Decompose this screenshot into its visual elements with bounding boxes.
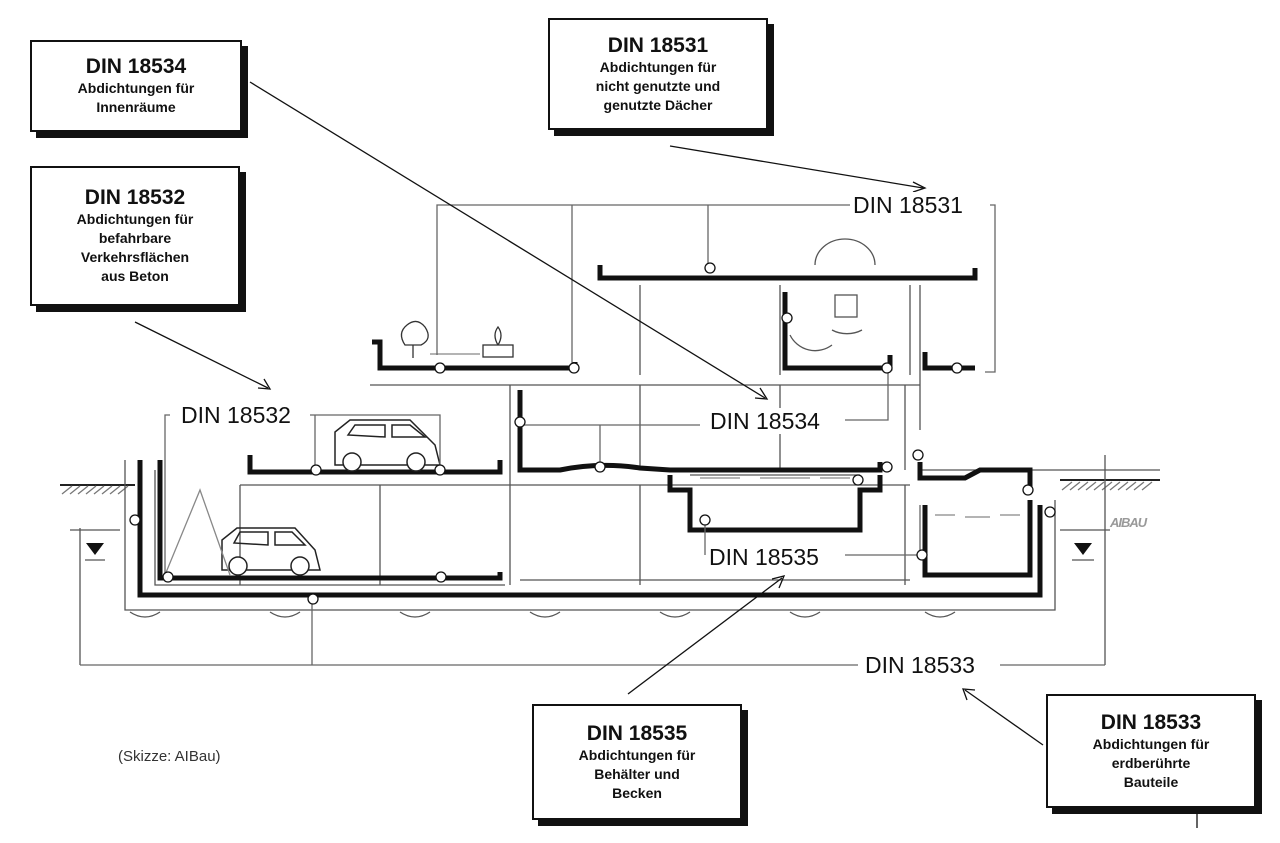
aibau-logo: AIBAU xyxy=(1110,515,1147,530)
callout-arrows xyxy=(134,81,1198,828)
callout-description: Abdichtungen für befahrbare Verkehrsfläc… xyxy=(76,211,194,284)
label-din18531: DIN 18531 xyxy=(850,192,966,218)
pool-basin xyxy=(667,474,883,533)
waterproofing-lines xyxy=(137,265,1043,598)
callout-description: Abdichtungen für erdberührte Bauteile xyxy=(1092,735,1210,790)
ground-hatch-right xyxy=(920,469,1160,491)
label-din18533: DIN 18533 xyxy=(862,652,978,678)
callout-title: DIN 18534 xyxy=(85,55,187,78)
label-din18532: DIN 18532 xyxy=(178,402,294,428)
groundwater-right xyxy=(1060,455,1110,665)
water-tank xyxy=(922,500,1033,578)
callout-din18535: DIN 18535 Abdichtungen für Behälter und … xyxy=(532,704,742,820)
callout-title: DIN 18533 xyxy=(1100,710,1202,734)
junction-markers xyxy=(129,262,1056,605)
leader-lines xyxy=(80,204,1105,666)
ground-hatch-left xyxy=(60,484,135,495)
callout-description: Abdichtungen für Behälter und Becken xyxy=(578,746,696,801)
image-credit: (Skizze: AIBau) xyxy=(118,748,221,765)
car-upper xyxy=(334,419,441,472)
callout-din18531: DIN 18531 Abdichtungen für nicht genutzt… xyxy=(548,18,768,130)
callout-din18532: DIN 18532 Abdichtungen für befahrbare Ve… xyxy=(30,166,240,306)
ramp xyxy=(164,488,231,576)
callout-title: DIN 18531 xyxy=(607,33,709,57)
callout-din18533: DIN 18533 Abdichtungen für erdberührte B… xyxy=(1046,694,1256,808)
callout-description: Abdichtungen für nicht genutzte und genu… xyxy=(595,58,721,113)
terrace-plants xyxy=(400,320,514,358)
upper-floor-structure xyxy=(639,238,921,430)
car-lower xyxy=(221,527,321,576)
callout-title: DIN 18535 xyxy=(586,721,688,745)
groundwater-left xyxy=(70,528,120,665)
label-din18535: DIN 18535 xyxy=(706,544,822,570)
callout-din18534: DIN 18534 Abdichtungen für Innenräume xyxy=(30,40,242,132)
callout-title: DIN 18532 xyxy=(84,186,186,209)
label-din18534: DIN 18534 xyxy=(707,408,823,434)
callout-description: Abdichtungen für Innenräume xyxy=(77,80,195,115)
groundfloor-structure xyxy=(370,384,920,485)
